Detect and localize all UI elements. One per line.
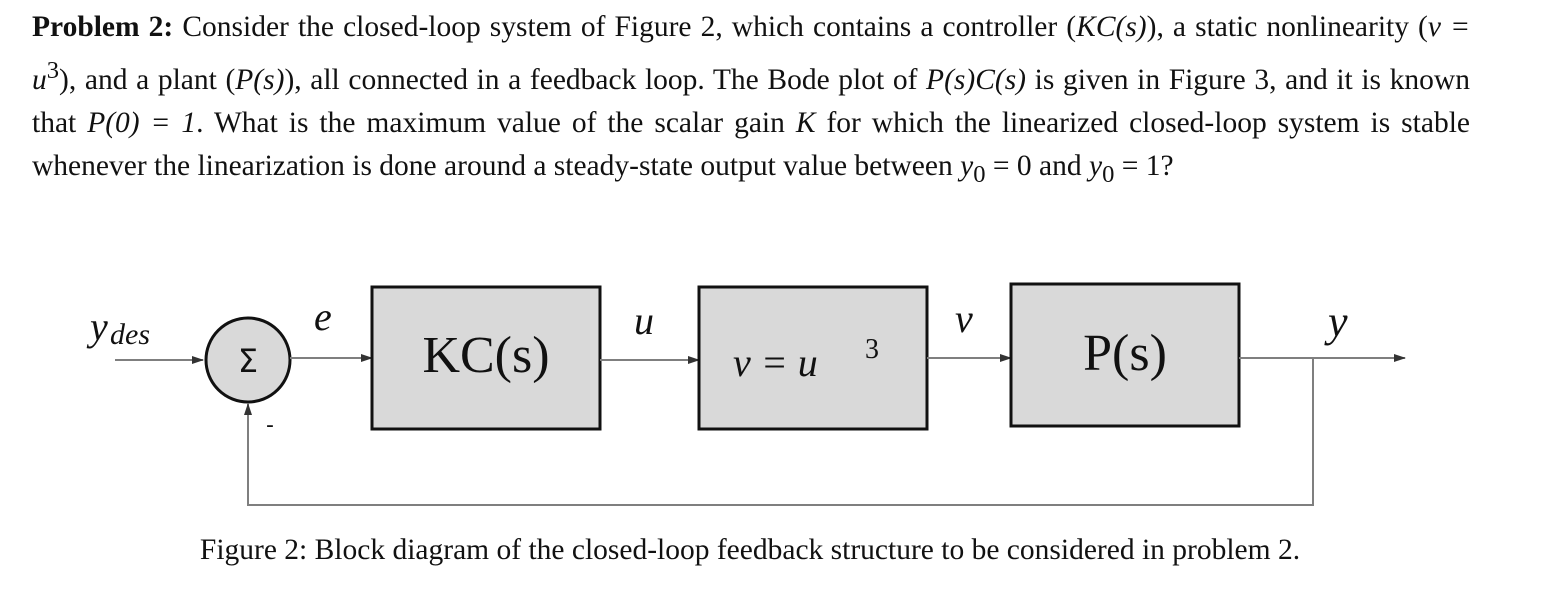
v-label: v xyxy=(955,296,973,341)
nonlinearity-exponent: 3 xyxy=(865,334,879,365)
math-nonlinearity: v = u xyxy=(32,11,1470,96)
plant-block xyxy=(1009,282,1241,428)
problem-text-8: and xyxy=(1031,149,1089,182)
minus-sign: - xyxy=(266,413,274,438)
math-y0-a-sub: 0 xyxy=(973,160,986,188)
math-y0-a: y xyxy=(960,149,974,182)
problem-text-2: ), a static nonlinearity ( xyxy=(1146,11,1428,43)
problem-statement: Problem 2: Consider the closed-loop syst… xyxy=(32,6,1470,196)
controller-block xyxy=(370,285,602,431)
problem-text-6: . What is the maximum value of the scala… xyxy=(196,106,796,139)
feedback-path xyxy=(244,358,1314,506)
e-label: e xyxy=(314,294,332,339)
math-k: K xyxy=(795,106,816,139)
problem-text-3: ), and a plant ( xyxy=(59,63,236,96)
sum-symbol: Σ xyxy=(238,342,258,380)
output-label: y xyxy=(1324,297,1348,346)
problem-label: Problem 2: xyxy=(32,11,174,43)
math-y0-b-sub: 0 xyxy=(1102,160,1115,188)
controller-label: KC(s) xyxy=(422,327,549,384)
math-ps: P(s) xyxy=(235,63,285,96)
nonlinearity-block xyxy=(697,285,929,431)
math-y0-b: y xyxy=(1088,149,1103,182)
math-pscs: P(s)C(s) xyxy=(926,63,1026,96)
plant-label: P(s) xyxy=(1083,325,1167,382)
problem-text-5: is given in Figure 3, and it is known th… xyxy=(32,63,1470,139)
figure-caption: Figure 2: Block diagram of the closed-lo… xyxy=(199,534,1301,566)
input-subscript: des xyxy=(110,318,150,351)
u-label: u xyxy=(634,298,654,343)
summing-junction xyxy=(204,316,292,404)
problem-text-1: Consider the closed-loop system of Figur… xyxy=(173,11,1077,43)
math-kcs: KC(s) xyxy=(1076,11,1147,43)
input-label: y xyxy=(86,304,108,349)
problem-text-4: ), all connected in a feedback loop. The… xyxy=(284,63,927,96)
math-cube: 3 xyxy=(46,57,60,84)
math-p0: P(0) = 1 xyxy=(87,106,197,139)
problem-text-7: for which the linearized closed-loop sys… xyxy=(32,106,1470,182)
nonlinearity-label: v = u xyxy=(733,340,818,385)
math-y0-b-eq: = 1? xyxy=(1114,149,1174,182)
math-y0-a-eq: = 0 xyxy=(985,149,1032,182)
